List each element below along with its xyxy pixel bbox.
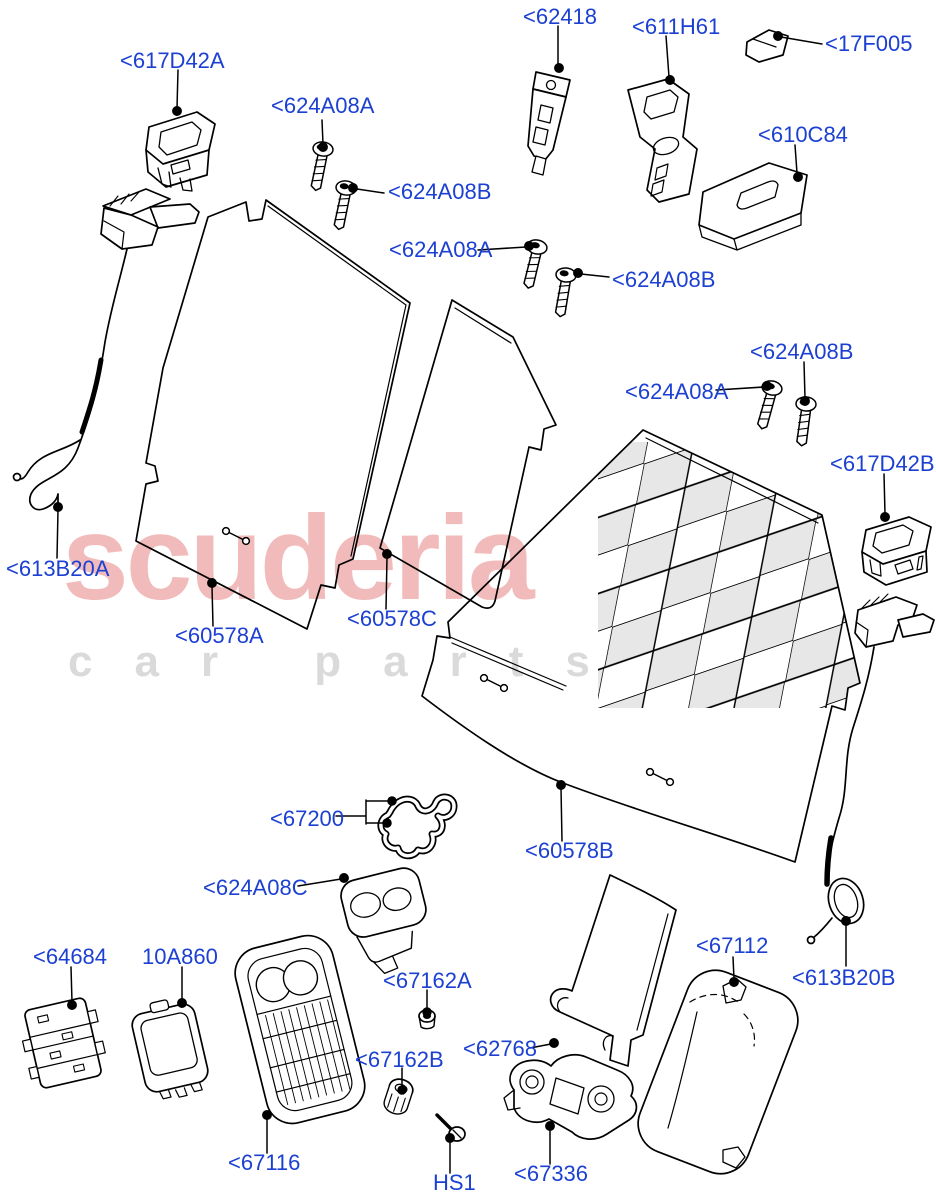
part-latch-cable-613B20B: [806, 593, 935, 945]
part-label-HS1[interactable]: HS1: [433, 1170, 476, 1195]
part-latch-housing-67336: [503, 1054, 638, 1140]
part-label-624A08A-1[interactable]: <624A08A: [271, 93, 375, 118]
part-screw-HS1: [435, 1113, 466, 1142]
part-clip-617D42B: [861, 516, 932, 586]
part-armrest-frame-67116: [234, 934, 366, 1125]
part-label-613B20B[interactable]: <613B20B: [792, 965, 896, 990]
part-label-62418[interactable]: <62418: [523, 4, 598, 29]
part-bracket-611H61: [627, 78, 698, 203]
part-label-67336[interactable]: <67336: [514, 1161, 589, 1186]
part-label-67162B[interactable]: <67162B: [355, 1047, 444, 1072]
part-label-610C84[interactable]: <610C84: [758, 122, 848, 147]
part-label-10A860[interactable]: 10A860: [142, 944, 218, 969]
part-label-624A08B-3[interactable]: <624A08B: [750, 339, 854, 364]
part-label-624A08B-1[interactable]: <624A08B: [388, 179, 492, 204]
part-armrest-panel-62768: [549, 874, 677, 1067]
part-label-613B20A[interactable]: <613B20A: [6, 556, 110, 581]
checkered-flag-watermark: [598, 442, 860, 708]
part-label-67112[interactable]: <67112: [696, 933, 769, 958]
part-label-624A08A-3[interactable]: <624A08A: [625, 379, 729, 404]
part-latch-cable-613B20A: [12, 188, 200, 511]
part-bezel-624A08C: [340, 867, 427, 975]
part-wire-clip-67200: [377, 793, 458, 860]
leader-lines: [53, 25, 890, 1174]
part-panel-60578C: [379, 299, 557, 609]
part-label-60578B[interactable]: <60578B: [525, 838, 614, 863]
part-panel-60578A: [135, 199, 411, 630]
part-label-60578A[interactable]: <60578A: [175, 623, 264, 648]
part-label-67200[interactable]: <67200: [270, 806, 345, 831]
part-label-617D42A[interactable]: <617D42A: [120, 48, 225, 73]
subtitle-watermark: car parts: [68, 637, 632, 686]
part-armrest-door-67112: [637, 969, 799, 1175]
part-clip-617D42A: [145, 111, 216, 192]
part-module-10A860: [131, 999, 209, 1100]
part-label-60578C[interactable]: <60578C: [347, 606, 437, 631]
part-label-617D42B[interactable]: <617D42B: [830, 451, 935, 476]
part-label-611H61[interactable]: <611H61: [632, 14, 721, 39]
part-bracket-62418: [527, 71, 571, 176]
part-label-17F005[interactable]: <17F005: [825, 31, 913, 56]
part-grommet-67162B: [383, 1078, 414, 1115]
part-cover-610C84: [698, 162, 808, 251]
part-label-624A08B-2[interactable]: <624A08B: [612, 267, 716, 292]
part-bracket-64684: [21, 997, 106, 1089]
part-label-64684[interactable]: <64684: [33, 944, 108, 969]
part-label-62768[interactable]: <62768: [463, 1036, 538, 1061]
part-label-624A08A-2[interactable]: <624A08A: [389, 237, 493, 262]
part-label-624A08C[interactable]: <624A08C: [203, 875, 308, 900]
part-label-67116[interactable]: <67116: [228, 1150, 301, 1175]
part-panel-60578B: [421, 429, 861, 863]
part-label-67162A[interactable]: <67162A: [383, 968, 472, 993]
